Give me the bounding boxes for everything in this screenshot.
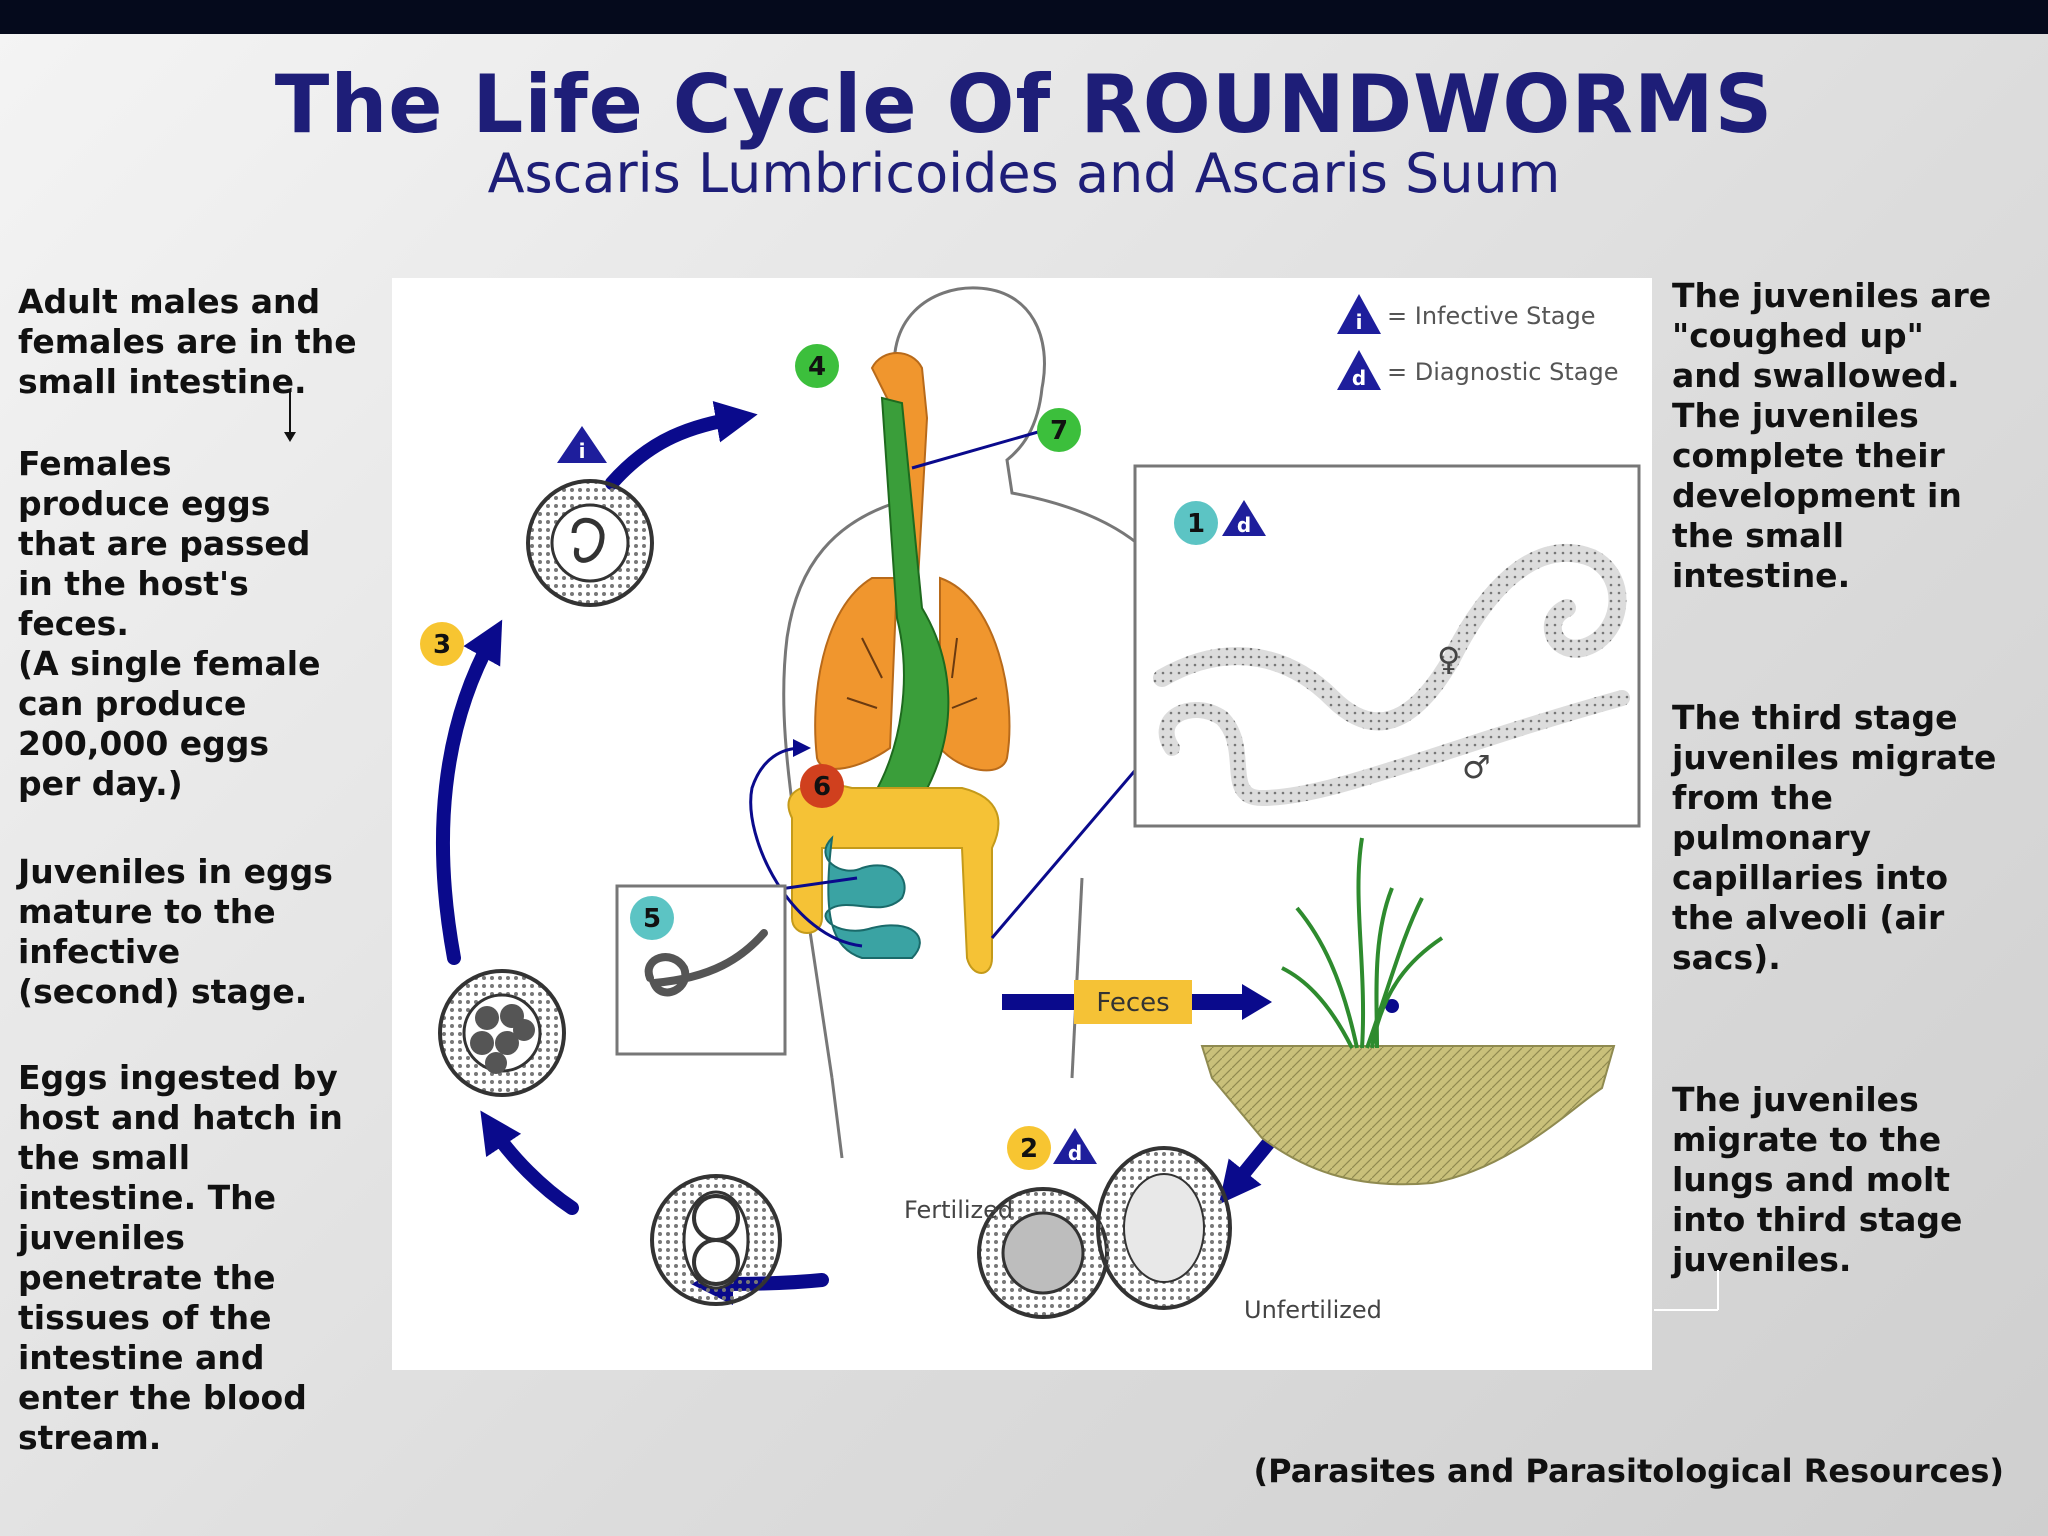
life-cycle-diagram: Feces ♀ ♂ (420, 286, 1641, 1324)
unfertilized-label: Unfertilized (1244, 1296, 1382, 1324)
note-juveniles-to-lungs: The juveniles migrate to the lungs and m… (1672, 1080, 1963, 1279)
feces-label: Feces (1096, 988, 1169, 1018)
svg-text:i: i (579, 439, 586, 463)
svg-text:i: i (1356, 310, 1363, 334)
male-symbol: ♂ (1462, 748, 1491, 786)
step-marker-3: 3 (420, 622, 464, 666)
svg-text:5: 5 (643, 904, 661, 934)
legend-diagnostic-label: = Diagnostic Stage (1387, 358, 1618, 386)
diagnostic-stage-triangle-1: d (1222, 500, 1266, 537)
page-title: The Life Cycle Of ROUNDWORMS (274, 58, 1774, 151)
legend: i = Infective Stage d = Diagnostic Stage (1337, 294, 1618, 390)
step-marker-1: 1 (1174, 501, 1218, 545)
legend-diagnostic-triangle (1337, 350, 1381, 390)
svg-text:d: d (1352, 366, 1366, 390)
svg-text:7: 7 (1050, 416, 1068, 446)
adult-worms-box: ♀ ♂ (1133, 464, 1641, 828)
egg-morula (438, 969, 566, 1097)
feces-arrow: Feces (1002, 980, 1272, 1024)
diagram-panel: Feces ♀ ♂ (392, 278, 1652, 1370)
step-marker-6: 6 (800, 764, 844, 808)
step-marker-5: 5 (630, 896, 674, 940)
egg-unfertilized (1096, 1146, 1232, 1310)
step-marker-2: 2 (1007, 1126, 1051, 1170)
top-bar (0, 0, 2048, 34)
female-symbol: ♀ (1437, 640, 1460, 678)
svg-text:6: 6 (813, 772, 831, 802)
note-third-stage-migrate: The third stage juveniles migrate from t… (1672, 698, 1997, 977)
diagnostic-stage-triangle-2: d (1053, 1128, 1097, 1165)
legend-infective-label: = Infective Stage (1387, 302, 1595, 330)
infective-stage-triangle: i (557, 426, 607, 463)
lungs (814, 576, 1011, 772)
page-subtitle: Ascaris Lumbricoides and Ascaris Suum (487, 142, 1561, 205)
fertilized-label: Fertilized (904, 1196, 1013, 1224)
note-eggs-ingested: Eggs ingested by host and hatch in the s… (18, 1058, 343, 1457)
svg-text:d: d (1237, 513, 1251, 537)
note-adults-in-intestine: Adult males and females are in the small… (18, 282, 357, 401)
step-marker-7: 7 (1037, 408, 1081, 452)
soil-with-grass (1200, 837, 1616, 1186)
note-juveniles-mature: Juveniles in eggs mature to the infectiv… (18, 852, 333, 1011)
svg-text:1: 1 (1187, 509, 1205, 539)
egg-stage-3-infective (526, 479, 654, 607)
note-juveniles-coughed-up: The juveniles are "coughed up" and swall… (1672, 276, 1992, 595)
svg-text:2: 2 (1020, 1134, 1038, 1164)
svg-text:d: d (1068, 1141, 1082, 1165)
step-marker-4: 4 (795, 344, 839, 388)
svg-text:4: 4 (808, 352, 826, 382)
small-intestine (824, 835, 921, 959)
svg-text:3: 3 (433, 630, 451, 660)
citation: (Parasites and Parasitological Resources… (1253, 1452, 2004, 1490)
note-females-produce-eggs: Females produce eggs that are passed in … (18, 444, 321, 803)
egg-two-cell (650, 1174, 782, 1306)
legend-infective-triangle (1337, 294, 1381, 334)
